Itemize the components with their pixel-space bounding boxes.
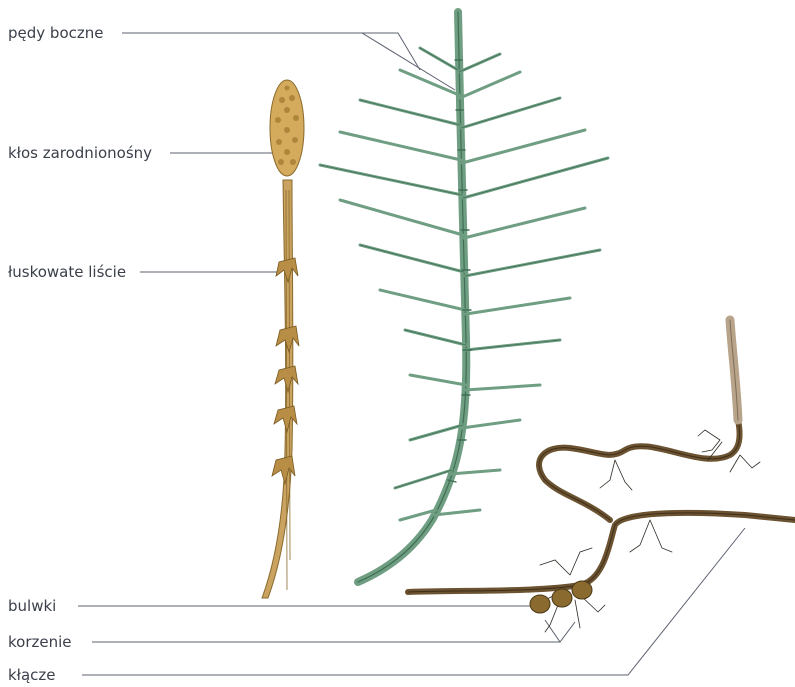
leader-lines: [78, 33, 745, 675]
rhizome-upper: [539, 420, 739, 520]
label-spore-cone: kłos zarodnionośny: [8, 144, 152, 162]
label-rhizome: kłącze: [8, 666, 56, 684]
leader-line-rhizome: [82, 528, 745, 675]
rhizome-main: [408, 513, 795, 592]
label-tubers: bulwki: [8, 597, 56, 615]
label-scale-leaves: łuskowate liście: [8, 263, 126, 281]
label-roots: korzenie: [8, 633, 72, 651]
label-lateral-shoots: pędy boczne: [8, 24, 103, 42]
fine-roots: [540, 430, 760, 632]
leader-line-roots: [92, 622, 575, 642]
leader-line-roots-2: [545, 620, 560, 642]
fertile-shoot: [262, 80, 304, 598]
